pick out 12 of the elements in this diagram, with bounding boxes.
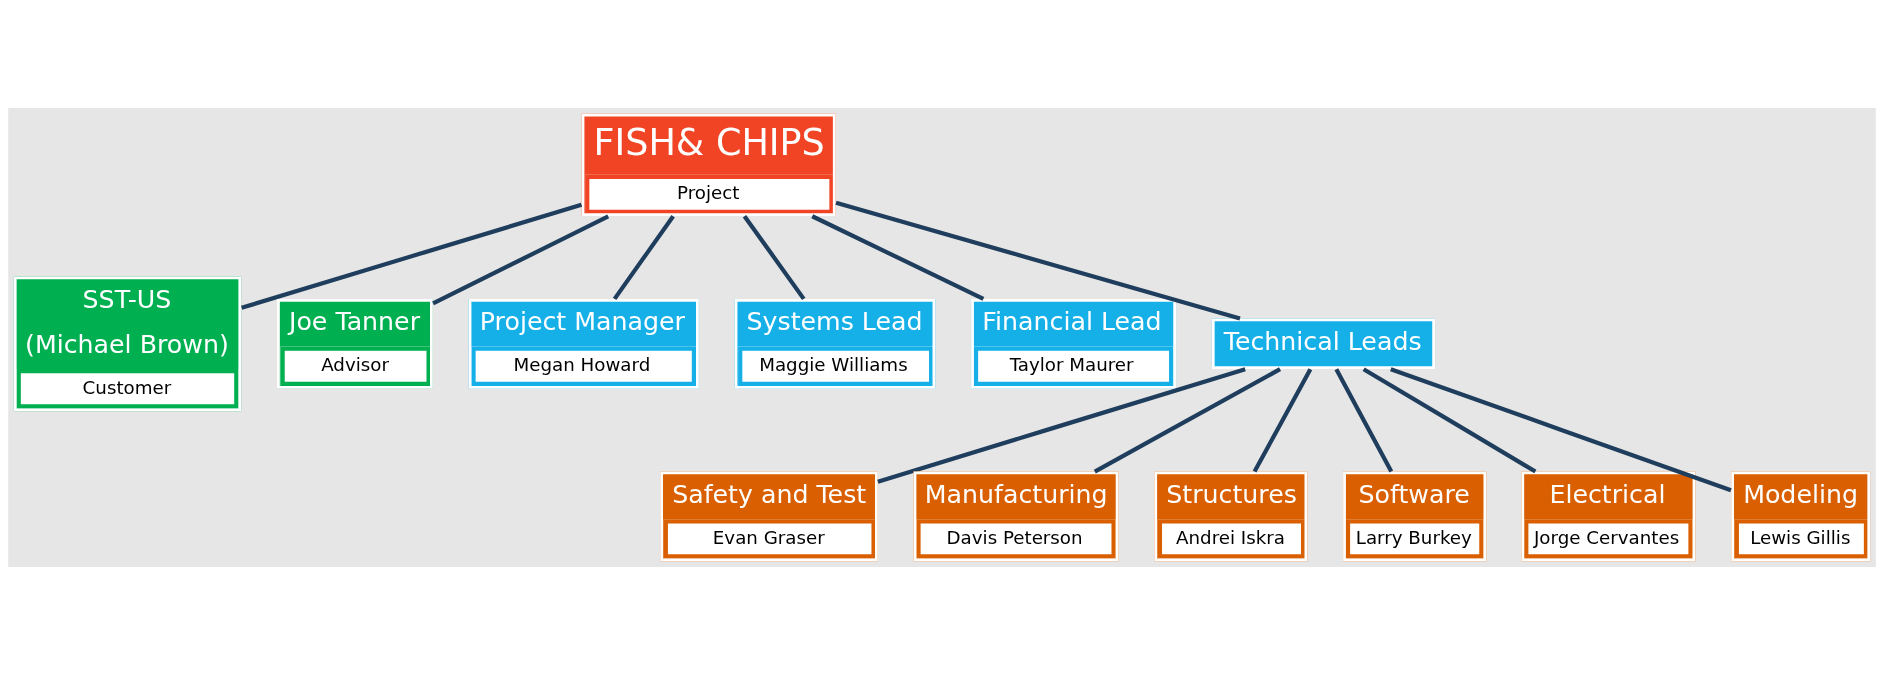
connector [1252, 368, 1313, 473]
connector [1334, 368, 1394, 473]
connector [1390, 367, 1732, 493]
connector [1093, 367, 1282, 474]
connector [1362, 367, 1537, 474]
connector [877, 367, 1246, 484]
connector [241, 202, 583, 310]
connector [432, 214, 610, 306]
connector [612, 215, 675, 301]
connector [835, 200, 1241, 321]
connector [742, 215, 806, 301]
connector [811, 214, 985, 301]
